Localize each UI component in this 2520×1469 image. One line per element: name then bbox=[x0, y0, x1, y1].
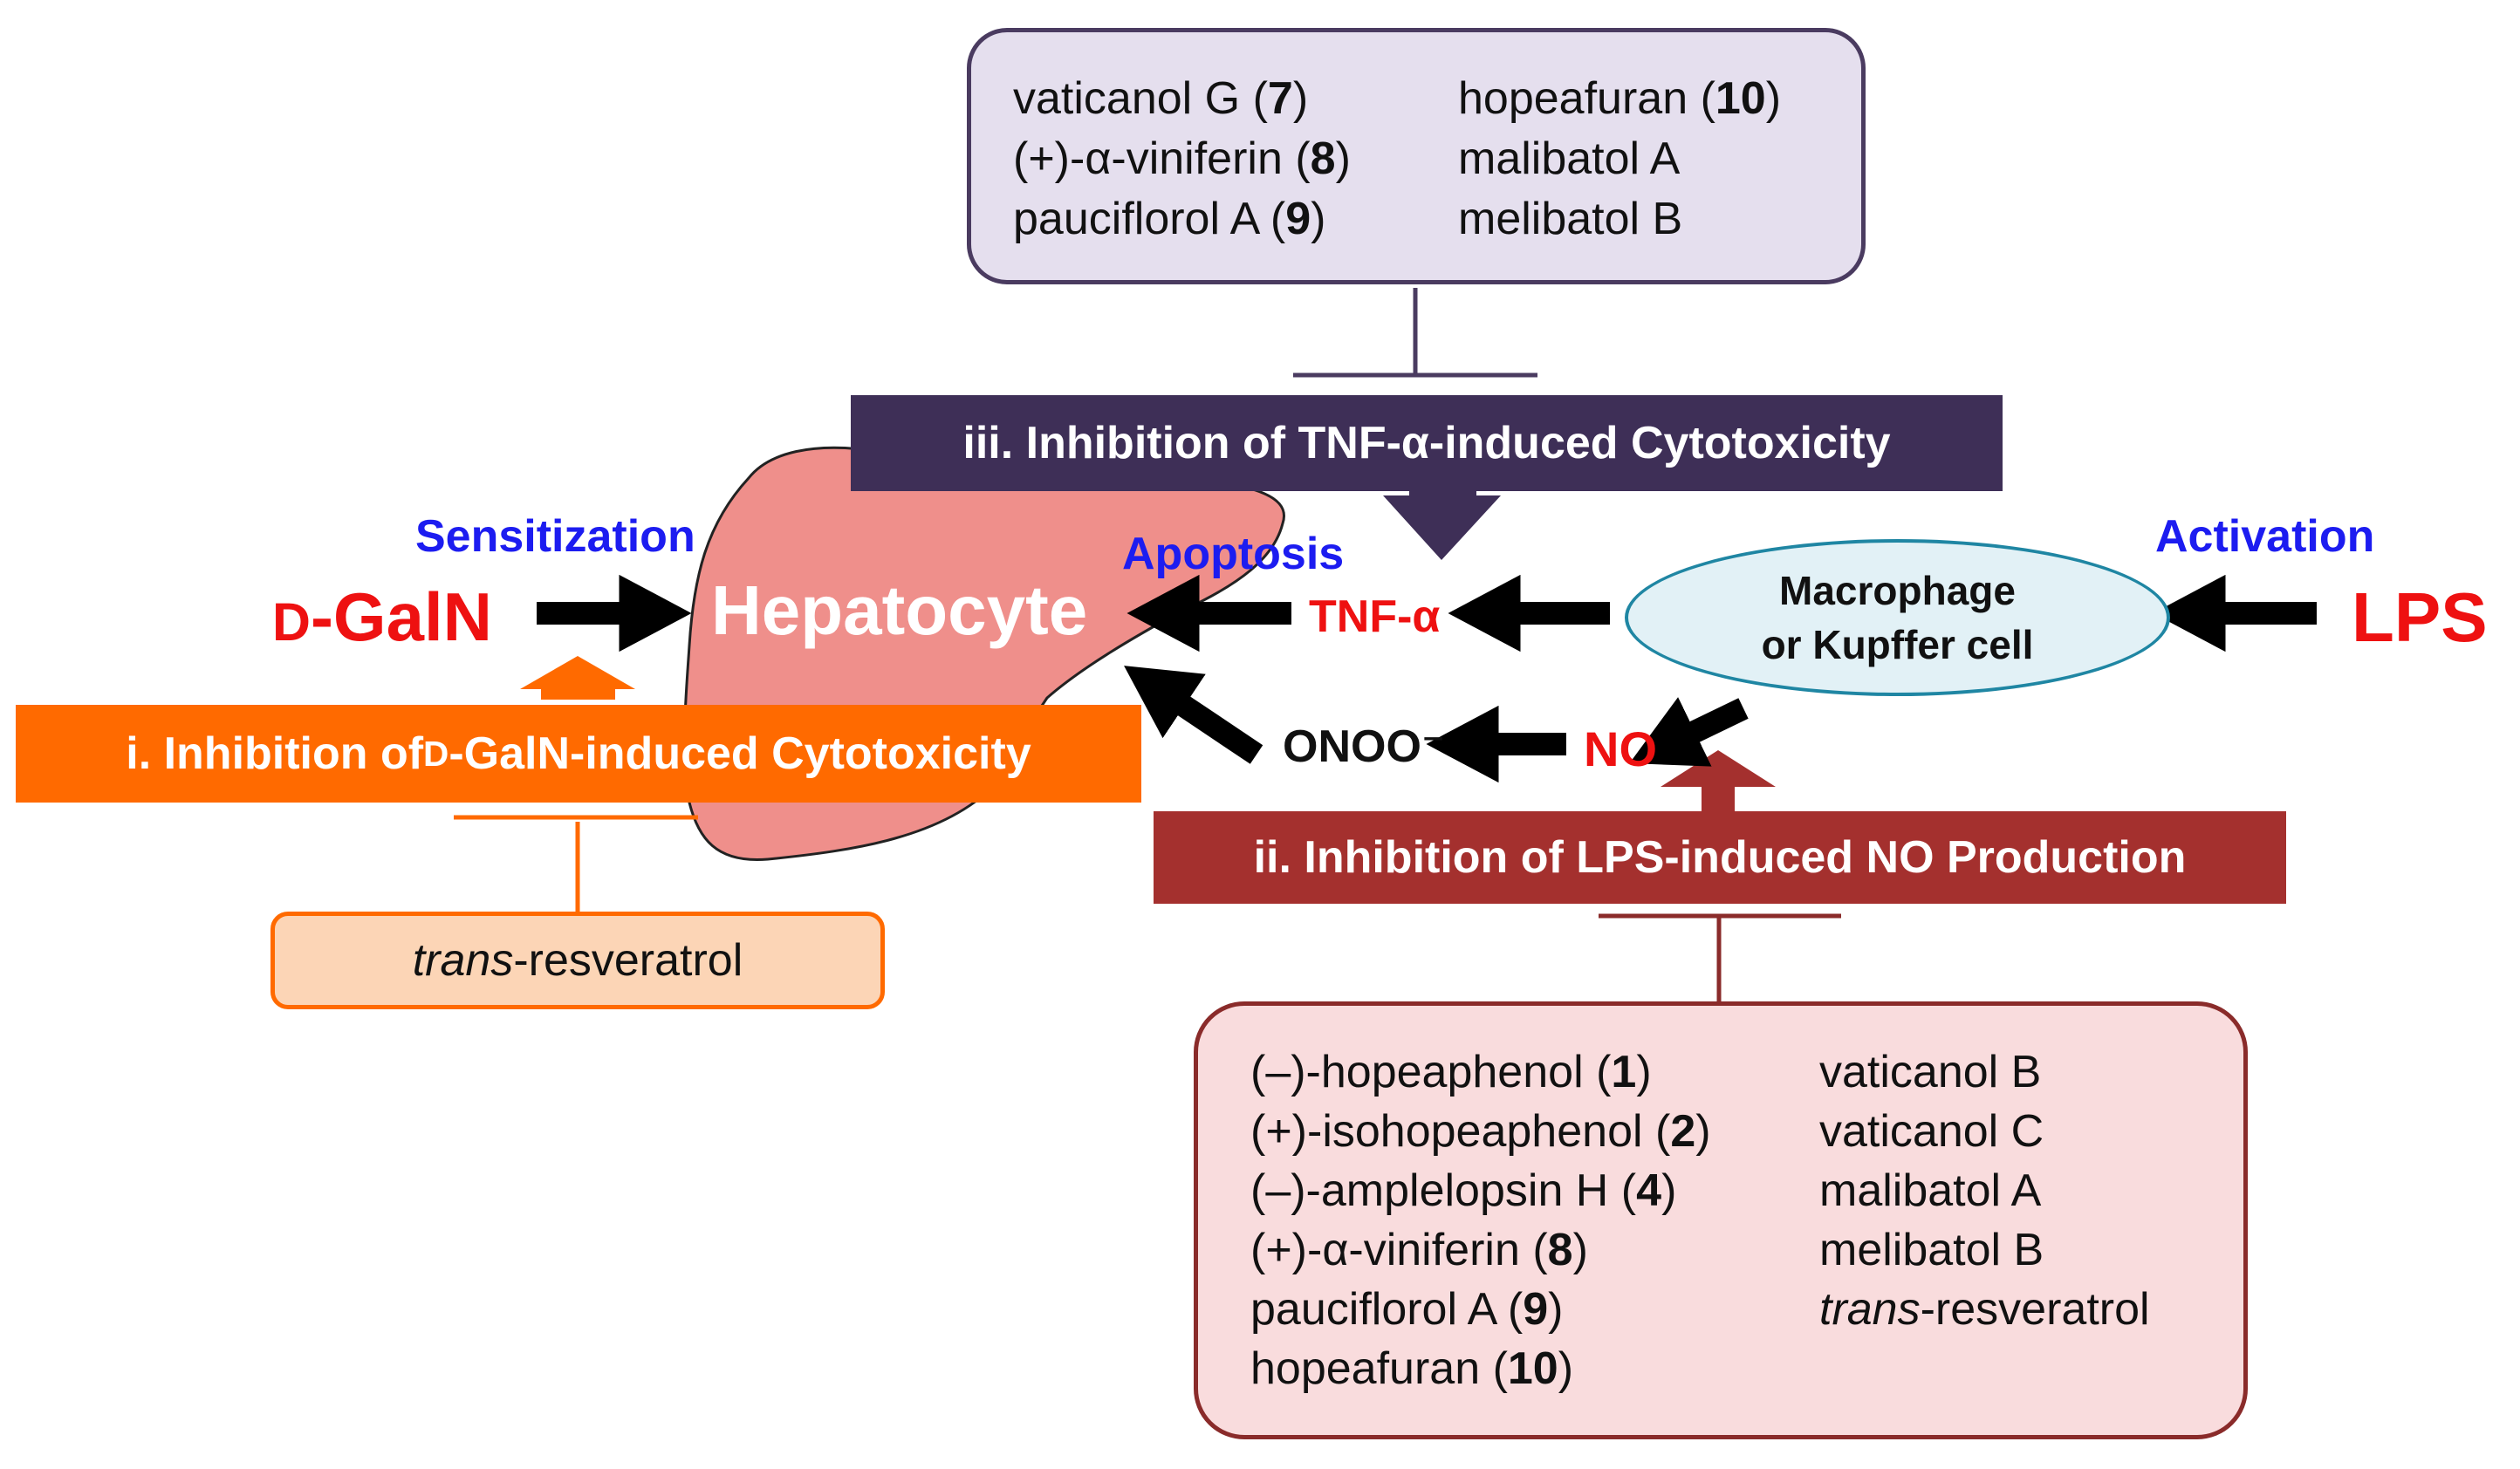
bottom-right-compound-3: malibatol A bbox=[1819, 1165, 2042, 1216]
bottom-right-compound-1: vaticanol B bbox=[1819, 1047, 2042, 1097]
top-right-compound-3: melibatol B bbox=[1458, 194, 1683, 244]
bottom-left-compound-5: pauciflorol A (9) bbox=[1250, 1284, 1564, 1335]
top-left-compound-3: pauciflorol A (9) bbox=[1013, 194, 1326, 244]
lps-label: LPS bbox=[2352, 578, 2488, 656]
top-box-left-column: vaticanol G (7) (+)-α-viniferin (8) pauc… bbox=[1013, 76, 1351, 256]
sensitization-label: Sensitization bbox=[415, 511, 695, 562]
bottom-left-compound-2: (+)-isohopeaphenol (2) bbox=[1250, 1106, 1711, 1157]
onoo-label: ONOO⁻ bbox=[1283, 721, 1446, 772]
top-box-right-column: hopeafuran (10) malibatol A melibatol B bbox=[1458, 76, 1781, 256]
banner-i-dgaln-inhibition: i. Inhibition of D-GalN-induced Cytotoxi… bbox=[16, 705, 1141, 803]
bottom-box-right-column: vaticanol B vaticanol C malibatol A meli… bbox=[1819, 1049, 2150, 1346]
bottom-left-compound-4: (+)-α-viniferin (8) bbox=[1250, 1225, 1588, 1275]
dgaln-label: D-GalN bbox=[272, 578, 492, 655]
bottom-right-compound-2: vaticanol C bbox=[1819, 1106, 2044, 1157]
bottom-left-compound-3: (–)-amplelopsin H (4) bbox=[1250, 1165, 1677, 1216]
resveratrol-box: trans-resveratrol bbox=[270, 912, 885, 1009]
macrophage-label-line2: or Kupffer cell bbox=[1761, 622, 2034, 667]
top-right-compound-2: malibatol A bbox=[1458, 133, 1681, 184]
bottom-box-left-column: (–)-hopeaphenol (1) (+)-isohopeaphenol (… bbox=[1250, 1049, 1711, 1405]
i-up-arrow bbox=[520, 656, 635, 700]
macrophage-label-line1: Macrophage bbox=[1779, 567, 2016, 613]
bottom-compound-box: (–)-hopeaphenol (1) (+)-isohopeaphenol (… bbox=[1194, 1001, 2248, 1439]
top-compound-box: vaticanol G (7) (+)-α-viniferin (8) pauc… bbox=[967, 28, 1866, 284]
hepatocyte-label: Hepatocyte bbox=[711, 571, 1088, 649]
bottom-left-compound-6: hopeafuran (10) bbox=[1250, 1343, 1574, 1394]
macrophage-cell: Macrophage or Kupffer cell bbox=[1625, 539, 2170, 696]
top-left-compound-2: (+)-α-viniferin (8) bbox=[1013, 133, 1351, 184]
top-right-compound-1: hopeafuran (10) bbox=[1458, 73, 1782, 124]
bottom-right-compound-5: trans-resveratrol bbox=[1819, 1284, 2150, 1335]
arrow-onoo-to-hepatocyte bbox=[1124, 666, 1263, 764]
banner-iii-tnf-inhibition: iii. Inhibition of TNF-α-induced Cytotox… bbox=[851, 395, 2003, 491]
banner-ii-no-inhibition: ii. Inhibition of LPS-induced NO Product… bbox=[1154, 811, 2286, 904]
top-left-compound-1: vaticanol G (7) bbox=[1013, 73, 1309, 124]
bottom-right-compound-4: melibatol B bbox=[1819, 1225, 2044, 1275]
tnf-alpha-label: TNF-α bbox=[1309, 591, 1441, 642]
arrow-macrophage-to-no bbox=[1629, 697, 1749, 767]
ii-up-arrow bbox=[1661, 750, 1776, 813]
apoptosis-label: Apoptosis bbox=[1122, 529, 1345, 579]
bottom-left-compound-1: (–)-hopeaphenol (1) bbox=[1250, 1047, 1652, 1097]
activation-label: Activation bbox=[2155, 511, 2375, 562]
no-label: NO bbox=[1584, 721, 1657, 776]
